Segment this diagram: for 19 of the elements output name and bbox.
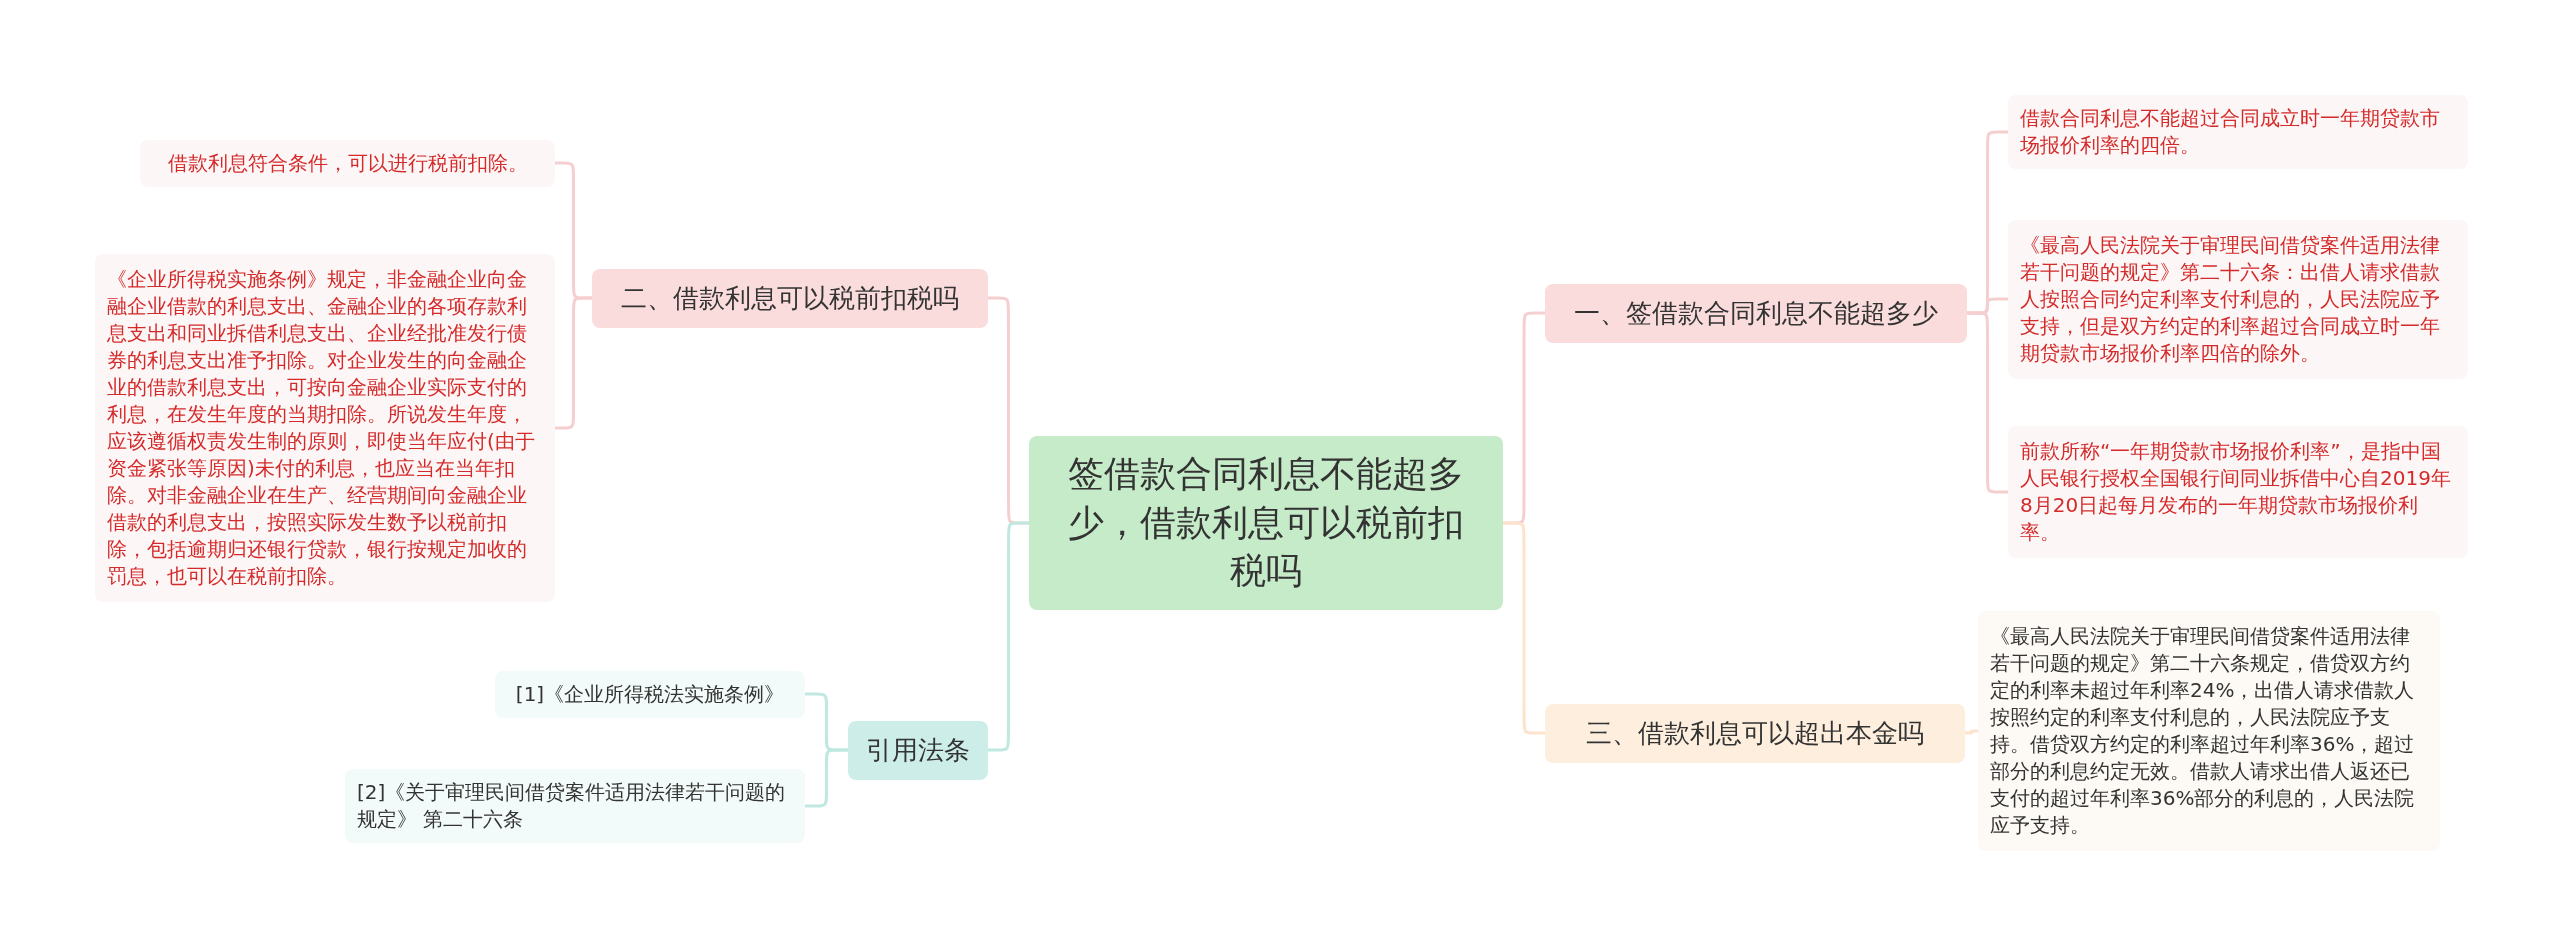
leaf-note: 前款所称“一年期贷款市场报价利率”，是指中国人民银行授权全国银行间同业拆借中心自2019年8月20日起每月发布的一年期贷款市场报价利率。: [2008, 426, 2468, 558]
leaf-note: 借款合同利息不能超过合同成立时一年期贷款市场报价利率的四倍。: [2008, 95, 2468, 169]
leaf-note: 《最高人民法院关于审理民间借贷案件适用法律若干问题的规定》第二十六条：出借人请求借款人按照合同约定利率支付利息的，人民法院应予支持，但是双方约定的利率超过合同成立时一年期贷款市场报价利率四倍的除外。: [2008, 219, 2468, 379]
connector-line: [554, 296, 593, 430]
branch-topic: 引用法条: [848, 720, 988, 780]
branch-topic: 二、借款利息可以税前扣税吗: [592, 268, 988, 328]
branch-topic: 三、借款利息可以超出本金吗: [1545, 703, 1965, 763]
leaf-note: 《企业所得税实施条例》规定，非金融企业向金融企业借款的利息支出、金融企业的各项存款利息支出和同业拆借利息支出、企业经批准发行债券的利息支出准予扣除。对企业发生的向金融企业的借款利息支出，可按向金融企业实际支付的利息，在发生年度的当期扣除。所说发生年度，应该遵循权责发生制的原则，即使当年应付(由于资金紧张等原因)未付的利息，也应当在当年扣除。对非金融企业在生产、经营期间向金融企业借款的利息支出，按照实际发生数予以税前扣除，包括逾期归还银行贷款，银行按规定加收的罚息，也可以在税前扣除。: [95, 254, 555, 602]
connector-line: [1964, 729, 1979, 735]
citation-note: [1]《企业所得税法实施条例》: [495, 670, 805, 718]
central-topic: 签借款合同利息不能超多少，借款利息可以税前扣税吗: [1029, 436, 1503, 610]
leaf-note: 《最高人民法院关于审理民间借贷案件适用法律若干问题的规定》第二十六条规定，借贷双方约定的利率未超过年利率24%，出借人请求借款人按照约定的利率支付利息的，人民法院应予支持。借贷双方约定的利率超过年利率36%，超过部分的利息约定无效。借款人请求出借人返还已支付的超过年利率36%部分的利息的，人民法院应予支持。: [1978, 611, 2440, 851]
connector-line: [805, 748, 848, 808]
branch-topic: 一、签借款合同利息不能超多少: [1545, 283, 1967, 343]
connector-line: [1503, 521, 1545, 735]
citation-note: [2]《关于审理民间借贷案件适用法律若干问题的规定》 第二十六条: [345, 769, 805, 843]
connector-line: [988, 521, 1029, 752]
leaf-note: 借款利息符合条件，可以进行税前扣除。: [140, 139, 555, 187]
connector-line: [1967, 311, 2008, 494]
